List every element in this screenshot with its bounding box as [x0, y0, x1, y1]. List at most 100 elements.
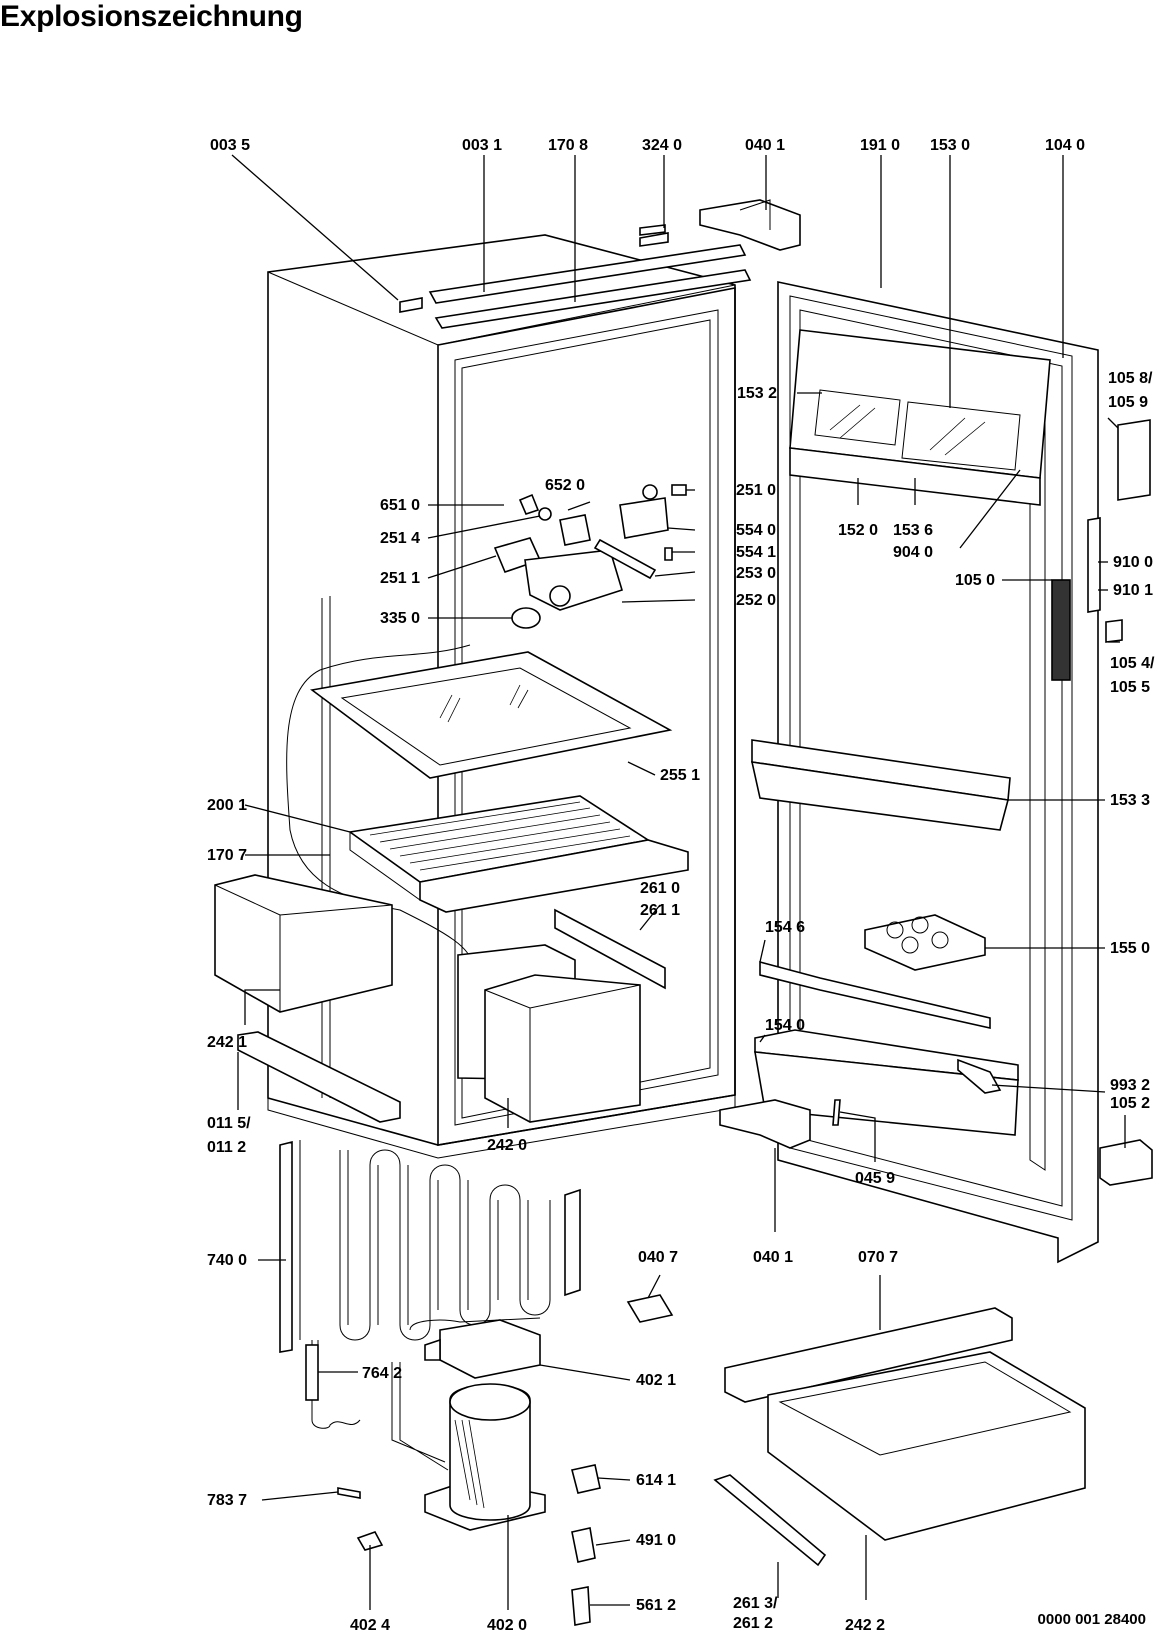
label-6510: 651 0 [380, 497, 420, 514]
bracket-9932 [957, 1058, 1002, 1094]
label-1536: 153 6 [893, 522, 933, 539]
rail-2610 [554, 908, 666, 990]
drawer-2422 [767, 1351, 1086, 1541]
condenser-coil [299, 1140, 581, 1341]
bin-left [214, 874, 393, 1013]
plate-0407 [626, 1294, 674, 1323]
label-9101: 910 1 [1113, 582, 1153, 599]
label-6141: 614 1 [636, 1472, 676, 1489]
label-1533: 153 3 [1110, 792, 1150, 809]
pin-0459 [832, 1099, 841, 1126]
label-2001: 200 1 [207, 797, 247, 814]
door-shelf-1533 [750, 739, 1011, 831]
door-shelf-1540 [754, 1029, 1019, 1136]
document-number: 0000 001 28400 [1037, 1611, 1146, 1628]
label-2612: 261 2 [733, 1615, 773, 1632]
label-1052-visible: 105 2 [1110, 1095, 1150, 1112]
relay-4910 [571, 1527, 596, 1563]
label-2520: 252 0 [736, 592, 776, 609]
label-0112: 011 2 [207, 1139, 246, 1156]
label-9932: 993 2 [1110, 1077, 1150, 1094]
part-4024 [356, 1531, 384, 1551]
label-4024: 402 4 [350, 1617, 390, 1632]
label-1054: 105 4/ [1110, 655, 1155, 672]
plate-7400 [279, 1140, 293, 1353]
label-2511: 251 1 [380, 570, 420, 587]
label-1532: 153 2 [737, 385, 777, 402]
label-2514: 251 4 [380, 530, 420, 547]
thermostat-assembly [493, 484, 687, 629]
cover-0707 [724, 1307, 1013, 1403]
hinge-bottom [719, 1099, 811, 1149]
label-2613: 261 3/ [733, 1595, 778, 1612]
capacitor-5612 [571, 1586, 591, 1626]
label-4910: 491 0 [636, 1532, 676, 1549]
rail-2613 [713, 1474, 827, 1567]
leader-lines [231, 154, 1126, 1610]
label-6520: 652 0 [545, 477, 585, 494]
label-0115: 011 5/ [207, 1115, 251, 1132]
refrigerant-pipes [391, 1317, 541, 1471]
label-1530: 153 0 [930, 137, 970, 154]
label-1055: 105 5 [1110, 679, 1150, 696]
label-5540: 554 0 [736, 522, 776, 539]
label-0031: 003 1 [462, 137, 502, 154]
label-9040: 904 0 [893, 544, 933, 561]
cutaway-outline [286, 644, 473, 971]
label-2611: 261 1 [640, 902, 680, 919]
part-labels: 003 5 003 1 170 8 324 0 040 1 191 0 153 … [207, 137, 1155, 1632]
label-1520: 152 0 [838, 522, 878, 539]
label-1040: 104 0 [1045, 137, 1085, 154]
capillary-tube [311, 1340, 361, 1429]
label-3240: 324 0 [642, 137, 682, 154]
label-1050: 105 0 [955, 572, 995, 589]
label-5541: 554 1 [736, 544, 776, 561]
label-4020: 402 0 [487, 1617, 527, 1632]
label-0407: 040 7 [638, 1249, 678, 1266]
label-9100: 910 0 [1113, 554, 1153, 571]
label-2422: 242 2 [845, 1617, 885, 1632]
label-1707: 170 7 [207, 847, 247, 864]
page-title: Explosionszeichnung [0, 0, 303, 33]
compressor-tray [439, 1319, 541, 1379]
hinge-parts-right [1087, 419, 1153, 1186]
crisper-bin [457, 944, 641, 1123]
bottom-rail [237, 1031, 401, 1123]
label-1546: 154 6 [765, 919, 805, 936]
label-2551: 255 1 [660, 767, 700, 784]
label-1550: 155 0 [1110, 940, 1150, 957]
label-7400: 740 0 [207, 1252, 247, 1269]
label-0401-bottom: 040 1 [753, 1249, 793, 1266]
label-7642: 764 2 [362, 1365, 402, 1382]
label-2421: 242 1 [207, 1034, 247, 1051]
glass-shelf [310, 651, 673, 779]
label-4021: 402 1 [636, 1372, 676, 1389]
label-5612: 561 2 [636, 1597, 676, 1614]
part-7837 [337, 1487, 361, 1499]
label-0459: 045 9 [855, 1170, 895, 1187]
sensor-7642 [305, 1344, 319, 1401]
label-1708: 170 8 [548, 137, 588, 154]
compressor [424, 1383, 546, 1531]
label-2420: 242 0 [487, 1137, 527, 1154]
label-0707: 070 7 [858, 1249, 898, 1266]
label-1059: 105 9 [1108, 394, 1148, 411]
label-7837: 783 7 [207, 1492, 247, 1509]
label-1058: 105 8/ [1108, 370, 1153, 387]
label-0401-top: 040 1 [745, 137, 785, 154]
relay-6141 [571, 1464, 601, 1494]
label-2510: 251 0 [736, 482, 776, 499]
door-rack-1546 [759, 960, 991, 1029]
label-1910: 191 0 [860, 137, 900, 154]
label-0035: 003 5 [210, 137, 250, 154]
fridge-door [777, 281, 1099, 1264]
door-compartment-upper [789, 329, 1051, 506]
hinge-top [699, 199, 801, 251]
label-2610: 261 0 [640, 880, 680, 897]
freezer-compartment [347, 795, 689, 913]
label-2530: 253 0 [736, 565, 776, 582]
label-3350: 335 0 [380, 610, 420, 627]
label-1540: 154 0 [765, 1017, 805, 1034]
egg-tray [864, 914, 986, 971]
